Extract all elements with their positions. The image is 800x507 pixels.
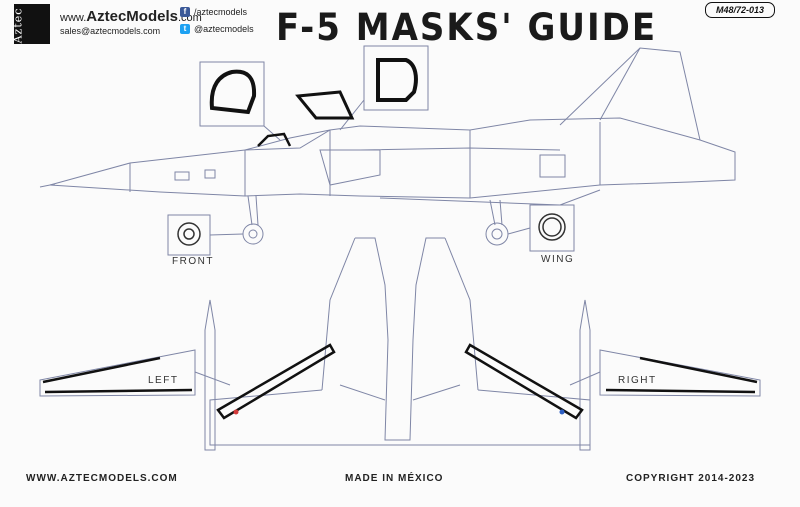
canopy-front-callout <box>199 61 265 127</box>
pitot-tube <box>39 183 56 188</box>
left-wing-panel <box>39 349 196 397</box>
facebook-handle: /aztecmodels <box>194 7 248 17</box>
canopy-front-mask <box>209 69 257 115</box>
facebook-icon: f <box>180 7 190 17</box>
right-label: RIGHT <box>618 375 657 386</box>
wing-wheel-mask <box>538 213 566 241</box>
aztec-logo: Aztec <box>14 4 50 44</box>
right-wing-panel <box>599 349 761 397</box>
blue-nav-light <box>559 409 565 415</box>
canopy-rear-callout <box>363 45 429 111</box>
logo-text: Aztec <box>14 7 25 44</box>
product-code: M48/72-013 <box>705 2 775 18</box>
left-wing-mask <box>42 356 193 394</box>
top-right-wing-edge-mask <box>464 343 584 420</box>
page-title: F-5 MASKS' GUIDE <box>276 6 658 50</box>
left-label: LEFT <box>148 375 178 386</box>
footer-copyright: COPYRIGHT 2014-2023 <box>626 473 756 484</box>
canopy-rear-outline-mask <box>295 90 355 120</box>
footer-website[interactable]: WWW.AZTECMODELS.COM <box>26 473 178 484</box>
wing-wheel-callout <box>529 204 575 252</box>
twitter-icon: t <box>180 24 190 34</box>
email-link[interactable]: sales@aztecmodels.com <box>60 26 161 36</box>
twitter-handle: @aztecmodels <box>194 24 254 34</box>
front-wheel-mask <box>177 222 201 246</box>
side-view-fuselage <box>49 117 736 206</box>
front-label: FRONT <box>172 256 214 267</box>
tail-fin <box>559 47 701 141</box>
wing-label: WING <box>541 254 574 265</box>
right-wing-mask <box>605 356 758 394</box>
top-left-wing-edge-mask <box>216 343 336 420</box>
main-gear <box>485 199 509 246</box>
top-view-aircraft <box>204 237 591 451</box>
f5-mask-diagram: FRONT WING LEFT RIGHT <box>39 45 761 451</box>
canopy-rear-mask <box>376 58 418 102</box>
red-nav-light <box>233 409 239 415</box>
front-gear <box>242 195 264 245</box>
website-link[interactable]: www.AztecModels.com <box>60 8 202 25</box>
footer-made-in: MADE IN MÉXICO <box>345 473 444 484</box>
brand-name: AztecModels <box>86 8 178 25</box>
brand-prefix: www. <box>60 12 87 24</box>
intake <box>319 149 381 186</box>
canopy-side-mask <box>257 132 292 147</box>
twitter-link[interactable]: t @aztecmodels <box>180 24 254 34</box>
front-wheel-callout <box>167 214 211 256</box>
facebook-link[interactable]: f /aztecmodels <box>180 7 247 17</box>
